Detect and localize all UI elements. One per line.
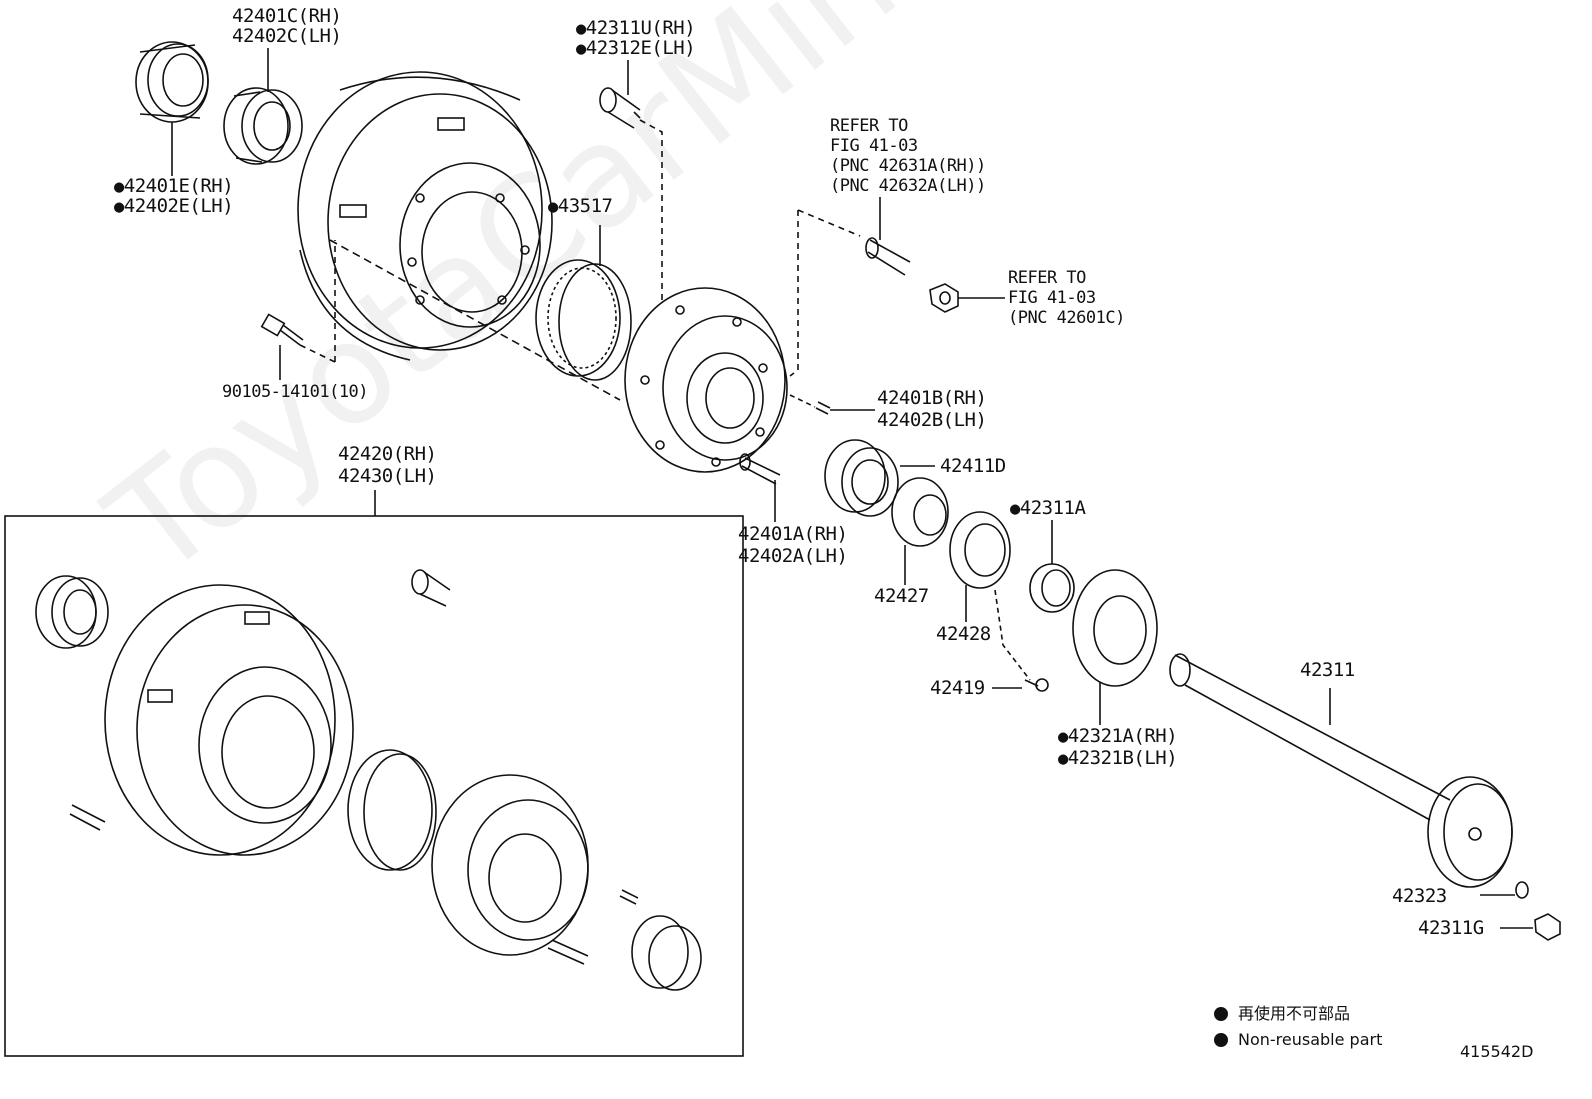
hub-bolt-42311U	[599, 87, 641, 129]
bearing-42411D	[824, 439, 899, 517]
hub-stud-reference	[865, 237, 911, 276]
label-42402B: 42402B(LH)	[877, 409, 987, 431]
oil-seal-part	[135, 41, 209, 123]
label-42411D: 42411D	[940, 455, 1006, 477]
figure-id: 415542D	[1460, 1042, 1534, 1061]
label-42401C: 42401C(RH)	[232, 5, 342, 27]
label-43517: ●43517	[548, 195, 613, 217]
non-reusable-dot-icon: ●	[1058, 727, 1068, 747]
pin-bottom	[619, 889, 639, 905]
label-refer1-line1: REFER TO	[830, 116, 908, 136]
axle-hub-bottom	[431, 774, 589, 956]
lock-nut-42427	[891, 477, 949, 547]
label-refer1-line3: (PNC 42631A(RH))	[830, 156, 986, 176]
label-42321A: ●42321A(RH)	[1058, 725, 1178, 747]
label-42401B: 42401B(RH)	[877, 387, 987, 409]
axle-shaft-42311	[1169, 653, 1513, 888]
non-reusable-dot-icon: ●	[576, 39, 586, 59]
hub-bolt-bottom	[411, 569, 451, 607]
oil-seal-42311A	[1029, 563, 1075, 613]
bolt-90105	[260, 313, 304, 346]
axle-hub	[624, 287, 788, 473]
label-42311A: ●42311A	[1010, 497, 1086, 519]
label-42428: 42428	[936, 623, 991, 645]
label-refer1-line4: (PNC 42632A(LH))	[830, 176, 986, 196]
non-reusable-dot-icon: ●	[576, 19, 586, 39]
non-reusable-dot-icon: ●	[114, 197, 124, 217]
bolt-bottom-left	[69, 804, 106, 831]
label-refer2-line2: FIG 41-03	[1008, 288, 1096, 308]
label-42321B: ●42321B(LH)	[1058, 747, 1178, 769]
nut-42311G	[1534, 913, 1561, 941]
lock-washer-42428	[949, 511, 1011, 589]
hub-assembly-box	[4, 515, 744, 1057]
label-42311G: 42311G	[1418, 917, 1484, 939]
stud-bottom	[547, 939, 589, 965]
abs-rotor-43517	[535, 259, 632, 381]
legend-item-ja: 再使用不可部品	[1214, 1004, 1350, 1024]
bolt-42323	[1515, 881, 1529, 899]
label-42420: 42420(RH)	[338, 443, 437, 465]
gasket-42321A	[1072, 569, 1158, 687]
non-reusable-dot-icon: ●	[1058, 749, 1068, 769]
label-refer2-line3: (PNC 42601C)	[1008, 308, 1125, 328]
non-reusable-dot-icon: ●	[548, 197, 558, 217]
label-42401E: ●42401E(RH)	[114, 175, 234, 197]
legend-item-en: Non-reusable part	[1214, 1030, 1382, 1050]
non-reusable-dot-icon	[1214, 1007, 1228, 1021]
label-refer1-line2: FIG 41-03	[830, 136, 918, 156]
label-42402C: 42402C(LH)	[232, 25, 342, 47]
non-reusable-dot-icon	[1214, 1033, 1228, 1047]
label-42402E: ●42402E(LH)	[114, 195, 234, 217]
screw-42419	[1024, 678, 1049, 692]
label-42427: 42427	[874, 585, 929, 607]
label-42401A: 42401A(RH)	[738, 523, 848, 545]
label-42402A: 42402A(LH)	[738, 545, 848, 567]
brake-drum-top	[297, 71, 553, 361]
label-42419: 42419	[930, 677, 985, 699]
bearing-bottom-left	[35, 575, 109, 649]
non-reusable-dot-icon: ●	[1010, 499, 1020, 519]
abs-rotor-bottom	[347, 749, 437, 871]
non-reusable-dot-icon: ●	[114, 177, 124, 197]
label-42430: 42430(LH)	[338, 465, 437, 487]
hub-nut-reference	[929, 283, 959, 313]
label-refer2-line1: REFER TO	[1008, 268, 1086, 288]
label-90105: 90105-14101(10)	[222, 382, 369, 402]
hub-stud-42401A	[739, 453, 781, 485]
label-42311: 42311	[1300, 659, 1355, 681]
brake-drum-bottom	[104, 584, 354, 856]
bearing-outer-part	[223, 87, 303, 165]
label-42323: 42323	[1392, 885, 1447, 907]
pin-42401B	[815, 401, 831, 415]
label-42311U: ●42311U(RH)	[576, 17, 696, 39]
label-42312E: ●42312E(LH)	[576, 37, 696, 59]
bearing-bottom-right	[631, 915, 702, 991]
